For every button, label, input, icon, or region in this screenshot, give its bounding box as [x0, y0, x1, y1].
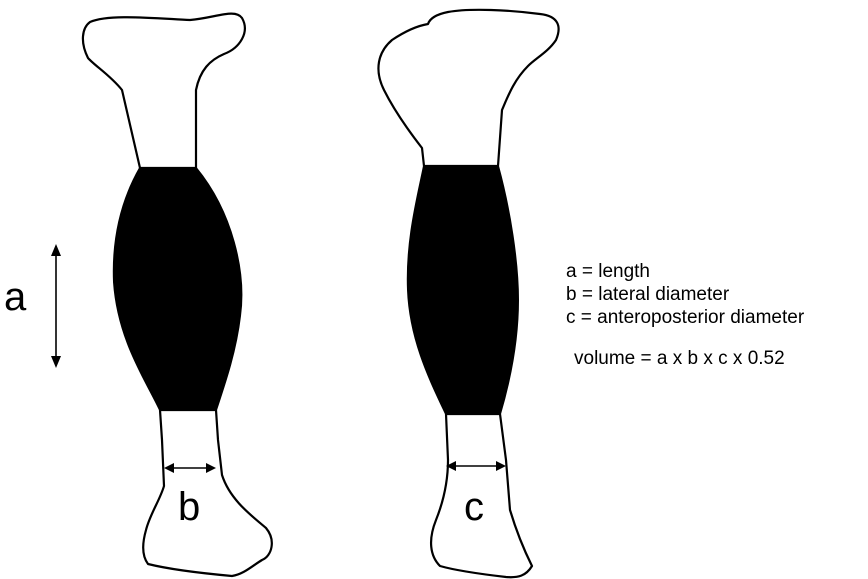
- left-lower-bone: [143, 410, 272, 576]
- label-b: b: [178, 485, 200, 529]
- legend-a: a = length: [566, 261, 650, 282]
- label-a: a: [4, 275, 27, 319]
- legend-c: c = anteroposterior diameter: [566, 307, 805, 328]
- length-arrow: [51, 244, 61, 368]
- legend: a = length b = lateral diameter c = ante…: [566, 261, 805, 328]
- a-arrow-down: [51, 356, 61, 368]
- right-muscle-belly: [408, 166, 518, 414]
- legend-b: b = lateral diameter: [566, 284, 730, 305]
- left-upper-bone: [83, 14, 245, 168]
- a-arrow-up: [51, 244, 61, 256]
- left-muscle-belly: [114, 168, 242, 410]
- volume-formula: volume = a x b x c x 0.52: [574, 348, 785, 369]
- label-c: c: [464, 485, 484, 529]
- right-upper-bone: [378, 10, 558, 166]
